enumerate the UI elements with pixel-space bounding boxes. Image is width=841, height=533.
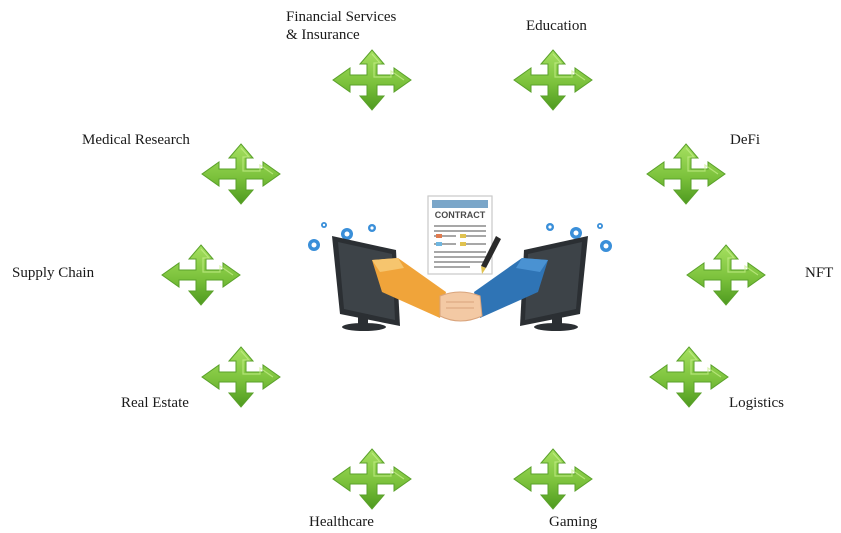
arrow-icon-defi <box>644 142 728 206</box>
arrow-icon-healthcare <box>330 447 414 511</box>
smart-contract-handshake-illustration: CONTRACT <box>308 195 612 331</box>
arrow-icon-logistics <box>647 345 731 409</box>
label-logistics: Logistics <box>729 395 784 411</box>
arrow-icon-financial <box>330 48 414 112</box>
label-financial-services: Financial Services & Insurance <box>286 8 396 44</box>
arrow-icon-gaming <box>511 447 595 511</box>
contract-title: CONTRACT <box>435 210 486 220</box>
arrow-icon-nft <box>684 243 768 307</box>
contract-document: CONTRACT <box>427 195 501 275</box>
label-healthcare: Healthcare <box>309 514 374 530</box>
left-monitor <box>332 236 400 331</box>
label-defi: DeFi <box>730 132 760 148</box>
arrow-icon-education <box>511 48 595 112</box>
label-gaming: Gaming <box>549 514 598 530</box>
arrow-icon-real-estate <box>199 345 283 409</box>
label-financial-line1: Financial Services <box>286 9 397 25</box>
arrow-icon-supply-chain <box>159 243 243 307</box>
label-real-estate: Real Estate <box>121 395 189 411</box>
label-education: Education <box>526 18 587 34</box>
label-medical-research: Medical Research <box>82 132 190 148</box>
arrow-icon-medical-research <box>199 142 283 206</box>
gear-icon <box>308 222 612 252</box>
label-financial-line2: & Insurance <box>286 27 360 43</box>
right-monitor <box>520 236 588 331</box>
label-nft: NFT <box>805 265 834 281</box>
label-supply-chain: Supply Chain <box>12 265 95 281</box>
